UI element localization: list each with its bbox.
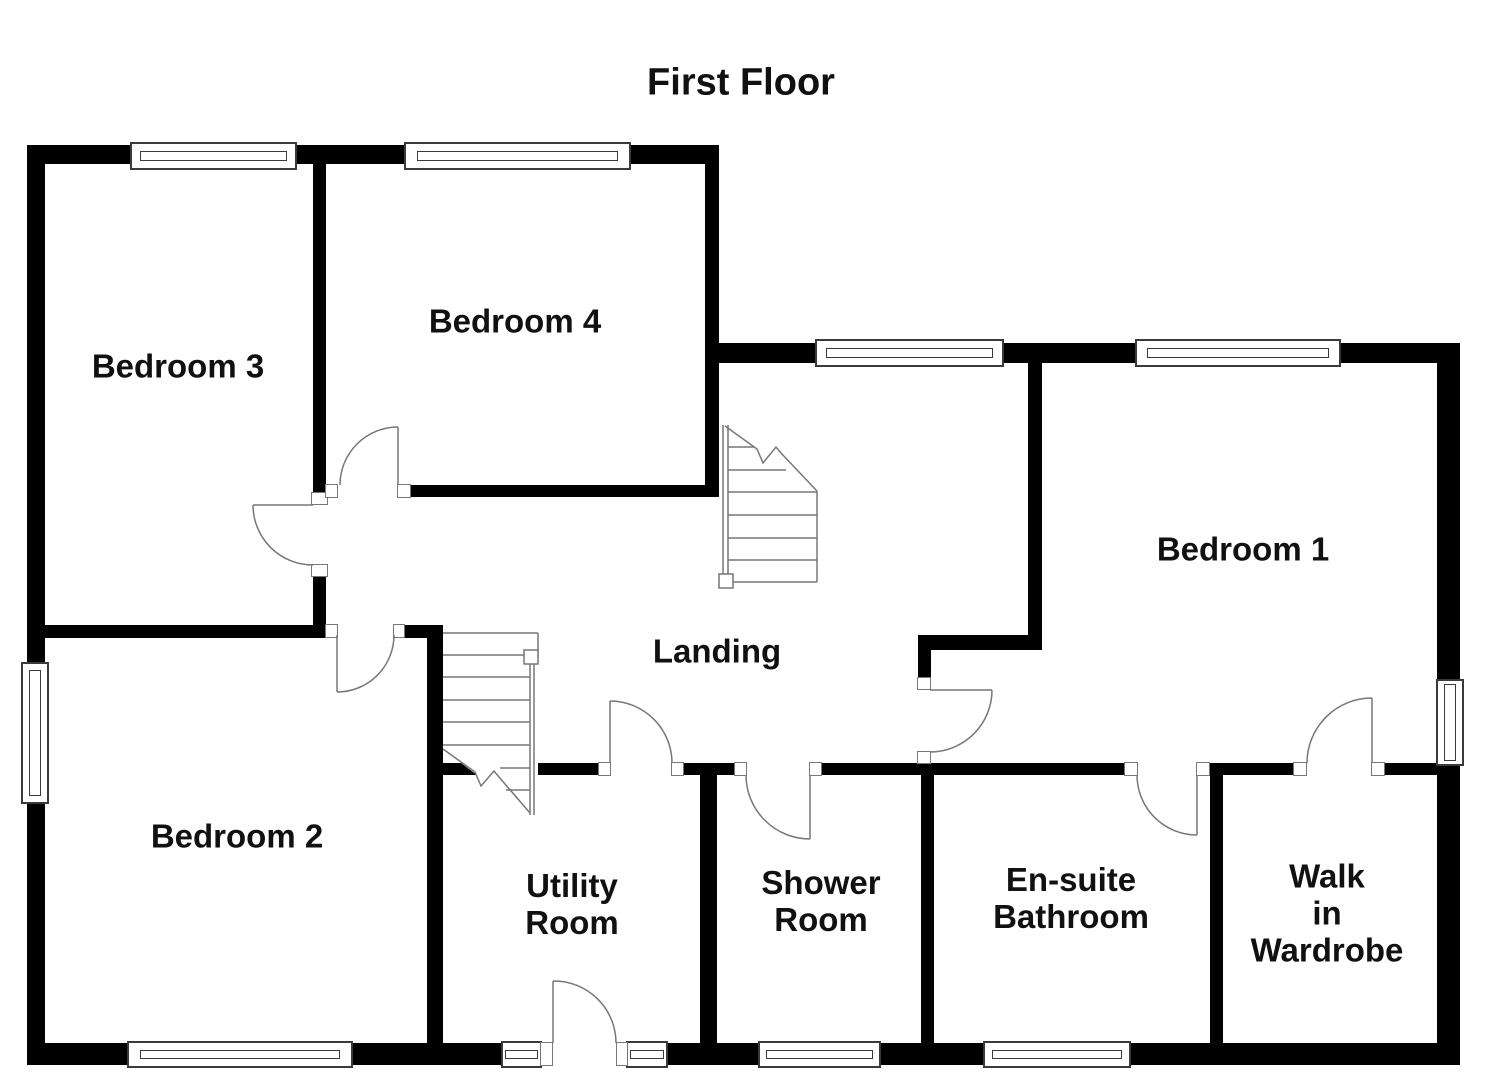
window-pane bbox=[992, 1049, 1122, 1060]
window-pane bbox=[417, 151, 618, 161]
window-pane bbox=[1444, 684, 1456, 761]
bedroom3-door-swing bbox=[252, 504, 314, 566]
utility-window-right bbox=[626, 1041, 668, 1068]
wall-segment bbox=[27, 803, 45, 1065]
upper-staircase-break-line bbox=[724, 425, 818, 492]
wall-segment bbox=[918, 650, 931, 678]
wall-segment bbox=[27, 145, 45, 663]
room-label-bedroom-3: Bedroom 3 bbox=[91, 347, 265, 385]
room-label-shower-room: Shower Room bbox=[761, 864, 881, 938]
door-jamb bbox=[1371, 762, 1385, 776]
wall-segment bbox=[1437, 765, 1460, 1065]
room-label-bedroom-2: Bedroom 2 bbox=[150, 817, 324, 855]
door-jamb bbox=[1293, 762, 1307, 776]
window-pane bbox=[504, 1049, 539, 1060]
shower-window bbox=[758, 1041, 881, 1068]
bedroom2-bottom-window bbox=[127, 1041, 353, 1068]
ensuite-window bbox=[983, 1041, 1131, 1068]
shower-room-door-swing bbox=[745, 774, 811, 840]
wall-segment bbox=[680, 763, 736, 775]
bedroom2-side-window bbox=[21, 662, 49, 804]
wall-segment bbox=[1210, 763, 1294, 775]
window-pane bbox=[140, 151, 287, 161]
utility-exterior-door-swing bbox=[552, 980, 617, 1044]
door-jamb bbox=[325, 624, 338, 638]
room-label-en-suite-bathroom: En-suite Bathroom bbox=[993, 861, 1149, 935]
wall-segment bbox=[352, 1043, 502, 1065]
window-pane bbox=[826, 348, 993, 358]
lower-staircase-base bbox=[443, 634, 538, 815]
wardrobe-door-swing bbox=[1306, 697, 1373, 764]
wall-segment bbox=[705, 145, 719, 497]
window-pane bbox=[629, 1049, 665, 1060]
lower-staircase-newel bbox=[523, 649, 539, 665]
door-jamb bbox=[598, 762, 611, 776]
door-jamb bbox=[1196, 762, 1210, 776]
wall-segment bbox=[1437, 343, 1460, 680]
door-jamb bbox=[1124, 762, 1138, 776]
bedroom1-side-window bbox=[1436, 679, 1464, 766]
room-label-landing: Landing bbox=[652, 632, 782, 670]
wall-segment bbox=[296, 145, 405, 164]
wall-segment bbox=[1210, 775, 1223, 1045]
wall-segment bbox=[630, 145, 719, 164]
wall-segment bbox=[1385, 763, 1460, 775]
wall-segment bbox=[27, 145, 132, 164]
door-jamb bbox=[311, 492, 328, 505]
door-jamb bbox=[325, 484, 338, 498]
wall-segment bbox=[27, 625, 325, 638]
room-label-bedroom-4: Bedroom 4 bbox=[428, 302, 602, 340]
bedroom2-door-swing bbox=[336, 634, 395, 693]
door-jamb bbox=[311, 564, 328, 577]
wall-segment bbox=[1003, 343, 1136, 363]
page-title: First Floor bbox=[647, 61, 835, 104]
window-pane bbox=[29, 669, 41, 797]
wall-segment bbox=[427, 625, 443, 1045]
room-label-walk-in-wardrobe: Walk in Wardrobe bbox=[1250, 857, 1404, 969]
door-jamb bbox=[393, 624, 405, 638]
wall-segment bbox=[27, 1043, 128, 1065]
ensuite-door-swing bbox=[1136, 774, 1198, 836]
door-jamb bbox=[397, 484, 411, 498]
utility-window-left bbox=[501, 1041, 542, 1068]
room-label-utility-room: Utility Room bbox=[525, 867, 619, 941]
wall-segment bbox=[1130, 1043, 1460, 1065]
bedroom4-window bbox=[404, 142, 631, 170]
bedroom1-door-swing bbox=[929, 689, 993, 753]
utility-landing-door-swing bbox=[609, 700, 673, 764]
wall-segment bbox=[933, 763, 1124, 775]
wall-segment bbox=[918, 635, 1042, 650]
door-jamb bbox=[917, 751, 931, 764]
window-pane bbox=[1147, 348, 1329, 358]
wall-segment bbox=[1028, 363, 1042, 637]
window-pane bbox=[140, 1049, 340, 1060]
door-jamb bbox=[917, 677, 931, 690]
wall-segment bbox=[1340, 343, 1460, 363]
bedroom4-door-swing bbox=[339, 426, 399, 486]
wall-segment bbox=[313, 577, 326, 625]
wall-segment bbox=[820, 763, 921, 775]
door-jamb bbox=[809, 762, 822, 776]
window-pane bbox=[765, 1049, 874, 1060]
wall-segment bbox=[705, 343, 816, 363]
landing-window bbox=[815, 339, 1004, 367]
door-jamb bbox=[540, 1042, 553, 1066]
door-jamb bbox=[616, 1042, 628, 1066]
door-jamb bbox=[671, 762, 684, 776]
wall-segment bbox=[667, 1043, 759, 1065]
room-label-bedroom-1: Bedroom 1 bbox=[1156, 530, 1330, 568]
wall-segment bbox=[700, 775, 717, 1045]
bedroom3-window bbox=[130, 142, 297, 170]
lower-staircase-break-line bbox=[442, 748, 531, 814]
wall-segment bbox=[921, 763, 934, 1065]
door-jamb bbox=[734, 762, 747, 776]
wall-segment bbox=[313, 164, 326, 493]
upper-staircase-newel bbox=[718, 573, 734, 589]
wall-segment bbox=[443, 763, 600, 775]
bedroom1-top-window bbox=[1135, 339, 1341, 367]
wall-segment bbox=[410, 485, 718, 497]
